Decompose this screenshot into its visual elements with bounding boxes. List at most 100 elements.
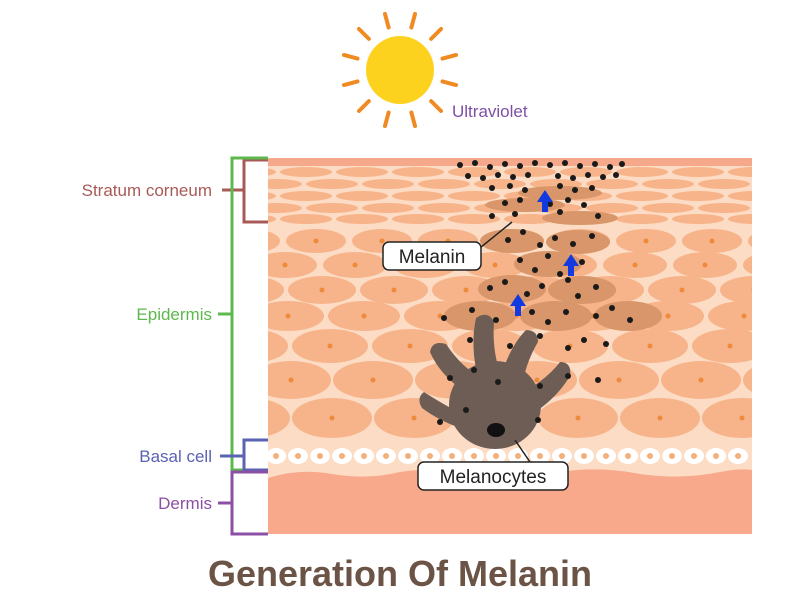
arrow-up-icon — [510, 294, 526, 316]
melanin-granule — [570, 175, 576, 181]
melanin-granule — [593, 284, 599, 290]
melanin-granule — [489, 213, 495, 219]
melanin-cell — [520, 301, 592, 331]
corneum-cell — [698, 203, 750, 213]
basal-cells — [268, 448, 748, 464]
melanin-granule — [627, 317, 633, 323]
melanin-granule — [522, 187, 528, 193]
basal-nucleus — [493, 453, 499, 459]
corneum-cell — [392, 167, 444, 177]
cell-nucleus — [575, 415, 581, 421]
melanin-granule — [592, 161, 598, 167]
melanin-granule — [619, 161, 625, 167]
melanocyte-cell — [419, 314, 571, 449]
basal-nucleus — [405, 453, 411, 459]
basal-nucleus — [581, 453, 587, 459]
corneum-cell — [306, 179, 358, 189]
melanin-callout-text: Melanin — [399, 247, 466, 268]
epidermis-cell — [748, 235, 752, 247]
cell-nucleus — [632, 262, 638, 268]
corneum-cell — [586, 179, 638, 189]
corneum-cell — [672, 167, 724, 177]
basal-cell-label: Basal cell — [139, 447, 212, 466]
melanocytes-leader — [514, 439, 531, 463]
melanin-granule — [552, 235, 558, 241]
page-title: Generation Of Melanin — [208, 553, 592, 594]
corneum-cell — [504, 167, 556, 177]
skin-cross-section — [248, 158, 786, 534]
sun-ray — [341, 52, 360, 61]
arrow-up-icon — [510, 190, 579, 316]
melanin-granule — [495, 379, 501, 385]
epidermis-cell — [268, 231, 280, 251]
melanin-granule — [547, 201, 553, 207]
melanin-granule — [517, 257, 523, 263]
melanin-granule — [467, 337, 473, 343]
cell-nucleus — [781, 378, 786, 383]
cell-nucleus — [665, 313, 671, 319]
melanin-granule — [603, 341, 609, 347]
melanin-granule — [581, 337, 587, 343]
cell-nucleus — [288, 377, 294, 383]
melanin-granule — [537, 333, 543, 339]
cell-nucleus — [407, 343, 413, 349]
epidermis-cell — [692, 329, 752, 363]
melanin-granule — [557, 183, 563, 189]
sun-ray — [429, 26, 444, 41]
epidermis-cell — [743, 255, 752, 275]
cell-nucleus — [327, 343, 333, 349]
sun-icon — [341, 11, 459, 129]
melanin-granule — [465, 173, 471, 179]
melanin-granule — [589, 185, 595, 191]
melanin-cell — [518, 186, 602, 200]
melanin-granule — [547, 162, 553, 168]
corneum-cell — [642, 203, 694, 213]
melanin-granule — [600, 174, 606, 180]
melanin-granule — [539, 283, 545, 289]
melanin-granule — [463, 407, 469, 413]
cell-nucleus — [285, 313, 291, 319]
corneum-cell — [268, 168, 276, 176]
sun-ray — [409, 110, 418, 129]
melanin-granule — [495, 172, 501, 178]
cell-nucleus — [313, 238, 319, 244]
corneum-cell — [418, 179, 470, 189]
basal-nucleus — [713, 453, 719, 459]
corneum-cell — [728, 191, 752, 201]
cell-nucleus — [647, 343, 653, 349]
melanin-cell — [594, 301, 662, 331]
melanin-granule — [507, 343, 513, 349]
basal-nucleus — [339, 453, 345, 459]
corneum-cell — [560, 167, 612, 177]
cell-nucleus — [248, 416, 253, 421]
melanin-granule — [537, 242, 543, 248]
melanin-granule — [472, 160, 478, 166]
melanin-callout: Melanin — [382, 241, 482, 271]
epidermis-cell — [720, 276, 752, 304]
basal-nucleus — [691, 453, 697, 459]
cell-nucleus — [463, 287, 469, 293]
melanin-cell — [542, 211, 618, 225]
basal-nucleus — [383, 453, 389, 459]
melanin-granule — [512, 211, 518, 217]
corneum-cell — [642, 179, 694, 189]
cell-nucleus — [248, 344, 253, 349]
corneum-cell — [392, 191, 444, 201]
dermis-label: Dermis — [158, 494, 212, 513]
melanin-granule — [595, 377, 601, 383]
corneum-cell — [336, 191, 388, 201]
corneum-cell — [616, 214, 668, 224]
cell-nucleus — [773, 263, 778, 268]
cell-nucleus — [741, 313, 747, 319]
corneum-cell — [586, 203, 638, 213]
melanin-cell — [514, 251, 582, 277]
cell-nucleus — [411, 415, 417, 421]
epidermis-cell — [702, 398, 752, 438]
melanin-granule — [517, 163, 523, 169]
melanin-granule — [471, 367, 477, 373]
cell-nucleus — [616, 377, 622, 383]
cell-nucleus — [492, 262, 498, 268]
cell-nucleus — [709, 238, 715, 244]
